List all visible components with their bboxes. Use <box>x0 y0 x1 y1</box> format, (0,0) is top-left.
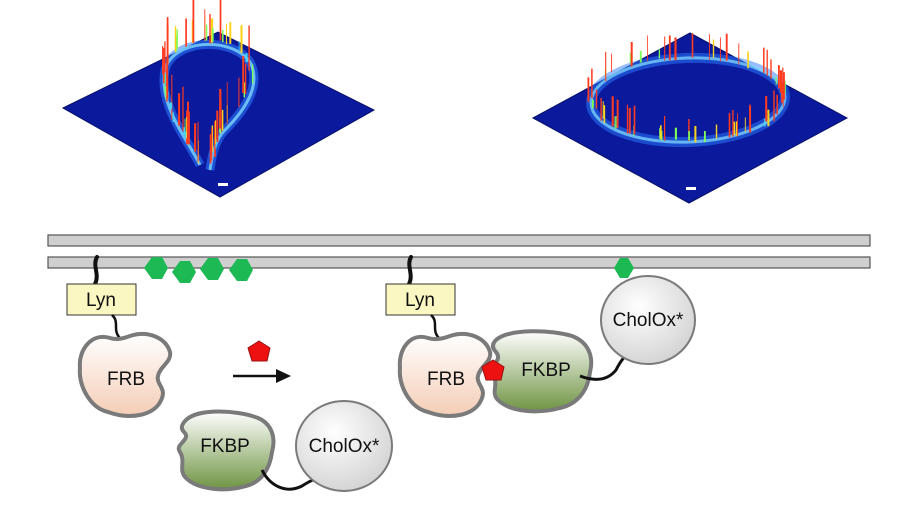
cholesterol-hexagon <box>172 261 196 283</box>
cholesterol-hexagon <box>144 257 168 279</box>
cholesterol-hexagon <box>200 258 224 280</box>
fkbp-protein-right <box>488 329 594 414</box>
fkbp-label-left: FKBP <box>200 436 250 457</box>
cholesterol-molecules <box>144 257 634 283</box>
left-state: Lyn FRB FKBP CholOx* <box>66 255 393 492</box>
surface-plot-right <box>531 32 849 204</box>
surface-ring-left <box>159 39 259 171</box>
surface-plane-left <box>61 31 376 198</box>
lyn-label-left: Lyn <box>86 290 116 311</box>
lyn-label-right: Lyn <box>405 290 435 311</box>
cholox-enzyme-right <box>600 275 696 365</box>
fkbp-label-right: FKBP <box>521 360 571 381</box>
frb-protein-left <box>77 332 173 418</box>
lyn-box-left <box>66 283 137 316</box>
cholox-label-left: CholOx* <box>309 436 380 457</box>
surface-spikes-left <box>162 0 254 164</box>
frb-protein-right <box>397 332 493 418</box>
right-state: Lyn FRB FKBP CholOx* <box>385 255 696 418</box>
plasma-membrane <box>47 234 871 269</box>
surface-ring-right <box>586 52 790 148</box>
cholox-enzyme-left <box>295 400 393 492</box>
membrane-inner-leaflet <box>47 256 871 269</box>
scale-bar-right <box>686 187 696 190</box>
frb-label-left: FRB <box>107 369 145 390</box>
lyn-frb-linker-left <box>111 314 121 339</box>
surface-plot-left <box>61 0 376 198</box>
surface-spikes-right <box>587 33 786 143</box>
rapamycin-bound <box>481 359 505 381</box>
membrane-outer-leaflet <box>47 234 871 247</box>
lyn-box-right <box>385 283 456 316</box>
cholesterol-hexagon <box>229 259 253 281</box>
cholox-label-right: CholOx* <box>613 310 684 331</box>
rapamycin-pentagon <box>247 340 271 362</box>
frb-label-right: FRB <box>427 369 465 390</box>
cholesterol-hexagon <box>614 258 634 278</box>
reaction-arrow-head <box>276 369 291 383</box>
scale-bar-left <box>218 183 228 186</box>
lyn-frb-linker-right <box>430 314 440 339</box>
lyn-anchor-lipid <box>93 255 99 286</box>
fkbp-protein-left <box>176 409 276 492</box>
lyn-anchor-lipid <box>407 255 413 286</box>
